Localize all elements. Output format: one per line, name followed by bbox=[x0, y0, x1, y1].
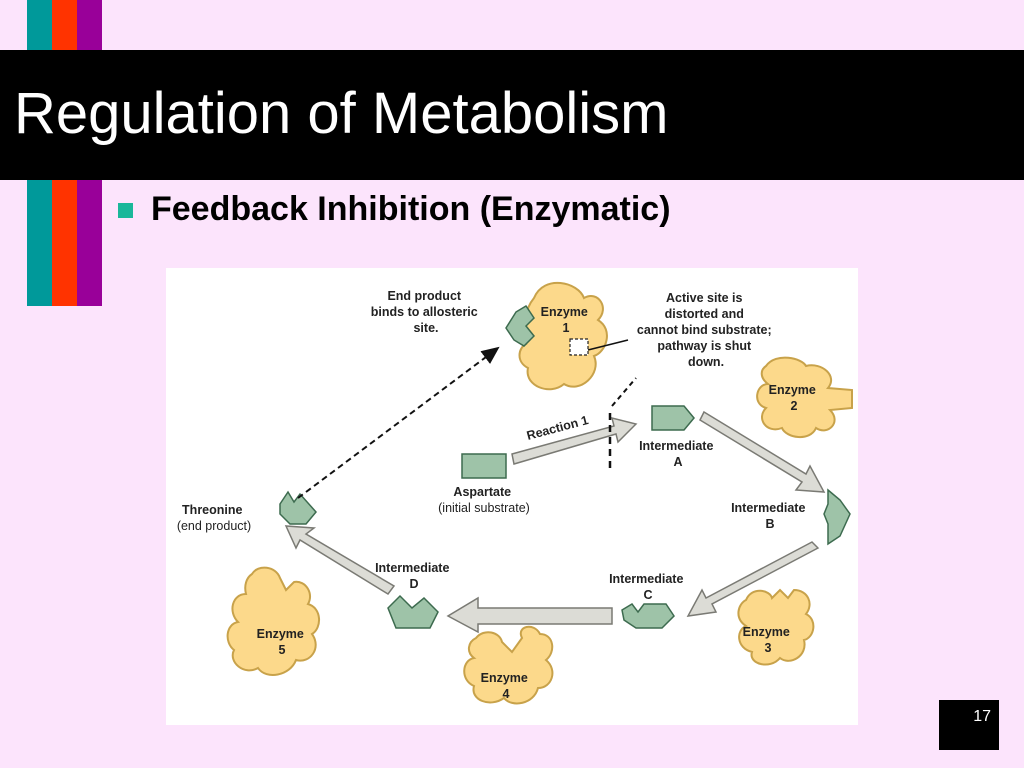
intermediate-b-molecule bbox=[823, 488, 851, 546]
reaction-1-arrow bbox=[511, 416, 638, 465]
arrow-a-to-b bbox=[699, 410, 826, 493]
active-site-pointer bbox=[587, 339, 629, 351]
feedback-inhibition-diagram: End product binds to allosteric site. Ac… bbox=[166, 268, 858, 725]
feedback-dashed-arrow bbox=[297, 346, 500, 499]
bullet-text: Feedback Inhibition (Enzymatic) bbox=[151, 190, 671, 228]
stripe-teal-top bbox=[27, 0, 52, 50]
bullet-marker bbox=[118, 203, 133, 218]
label-active-site: Active site is distorted and cannot bind… bbox=[637, 291, 775, 369]
label-intermediate-c: Intermediate C bbox=[609, 572, 687, 602]
stripe-red-top bbox=[52, 0, 77, 50]
label-intermediate-b: Intermediate B bbox=[731, 501, 809, 531]
intermediate-a-molecule bbox=[651, 405, 695, 431]
arrow-d-to-threonine bbox=[284, 525, 396, 595]
label-intermediate-d: Intermediate D bbox=[375, 561, 453, 591]
page-number-box: 17 bbox=[939, 700, 999, 750]
label-aspartate: Aspartate (initial substrate) bbox=[438, 485, 530, 515]
label-end-product-binds: End product binds to allosteric site. bbox=[371, 289, 481, 335]
label-enzyme-4: Enzyme 4 bbox=[481, 671, 532, 701]
enzyme-1-active-site bbox=[569, 338, 589, 356]
label-enzyme-1: Enzyme 1 bbox=[541, 305, 592, 335]
enzyme-4-blob bbox=[463, 625, 554, 705]
active-site-dashed-line bbox=[611, 377, 637, 407]
diagram-svg: End product binds to allosteric site. Ac… bbox=[177, 281, 853, 705]
label-enzyme-3: Enzyme 3 bbox=[743, 625, 794, 655]
arrow-c-to-d bbox=[446, 596, 613, 634]
arrow-b-to-c bbox=[686, 541, 820, 617]
label-threonine: Threonine (end product) bbox=[177, 503, 251, 533]
intermediate-c-molecule bbox=[621, 603, 675, 629]
enzyme-5-blob bbox=[226, 566, 320, 676]
intermediate-d-molecule bbox=[387, 594, 439, 629]
stripe-red-bottom bbox=[52, 180, 77, 306]
threonine-molecule bbox=[279, 490, 317, 525]
aspartate-molecule bbox=[461, 453, 507, 479]
stripe-purple-bottom bbox=[77, 180, 102, 306]
label-enzyme-2: Enzyme 2 bbox=[769, 383, 820, 413]
enzyme-2-blob bbox=[756, 356, 853, 438]
page-number: 17 bbox=[973, 708, 991, 725]
label-enzyme-5: Enzyme 5 bbox=[257, 627, 308, 657]
enzyme-3-blob bbox=[737, 588, 815, 666]
label-intermediate-a: Intermediate A bbox=[639, 439, 717, 469]
stripe-teal-bottom bbox=[27, 180, 52, 306]
title-bar bbox=[0, 50, 1024, 180]
slide-title: Regulation of Metabolism bbox=[14, 81, 669, 146]
stripe-purple-top bbox=[77, 0, 102, 50]
threonine-bound-molecule bbox=[505, 304, 536, 347]
